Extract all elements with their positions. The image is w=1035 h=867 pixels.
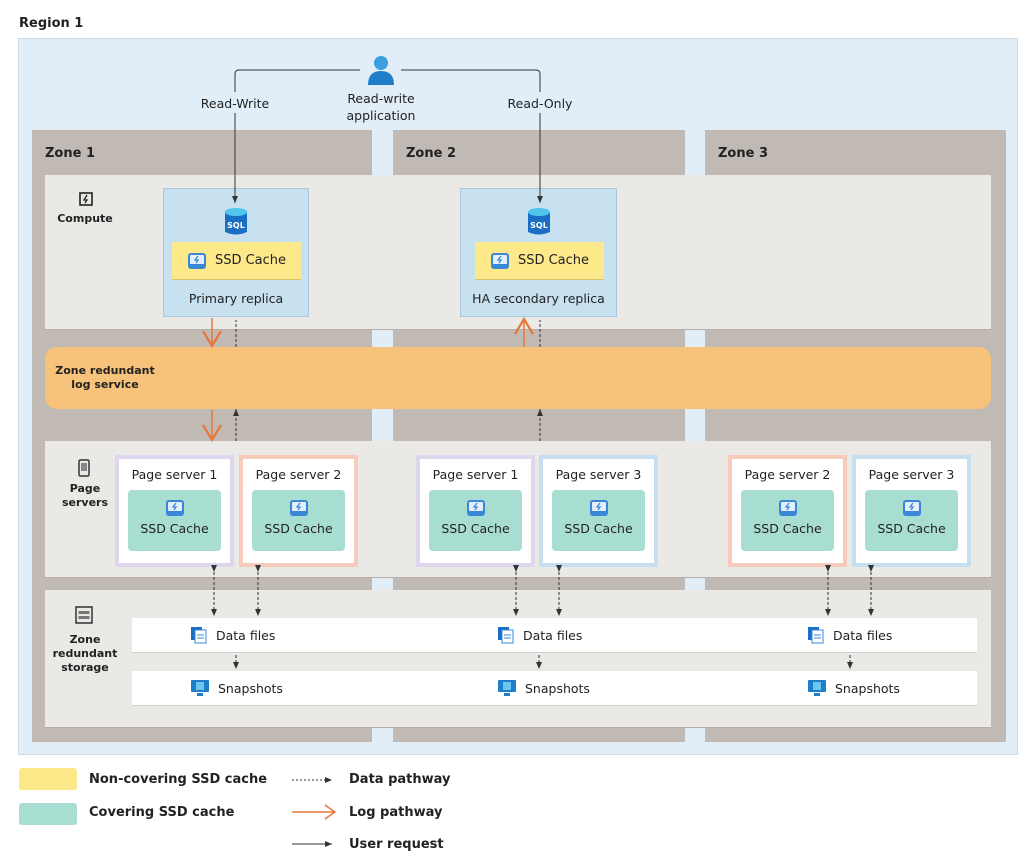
cache-label: SSD Cache <box>441 521 510 536</box>
covering-ssd-cache: SSD Cache <box>865 490 958 551</box>
cache-label: SSD Cache <box>753 521 822 536</box>
svg-text:SQL: SQL <box>227 221 245 230</box>
data-files-row <box>132 618 977 653</box>
snapshots-label: Snapshots <box>218 680 283 696</box>
zone-label: Zone 1 <box>45 146 96 161</box>
snapshots-label: Snapshots <box>835 680 900 696</box>
zone-label: Zone 3 <box>718 146 769 161</box>
snapshot-icon <box>191 680 209 696</box>
non-covering-ssd-cache: SSD Cache <box>172 242 301 280</box>
legend-swatch-non-covering <box>19 768 77 790</box>
cache-label: SSD Cache <box>517 253 590 268</box>
page-server[interactable]: Page server 2 SSD Cache <box>728 455 847 567</box>
primary-replica[interactable]: SQL SSD Cache Primary replica <box>163 188 309 317</box>
page-server-title: Page server 1 <box>432 467 519 482</box>
data-files-item[interactable]: Data files <box>190 626 275 644</box>
zone-label: Zone 2 <box>406 146 457 161</box>
cache-label: SSD Cache <box>264 521 333 536</box>
legend-non-covering: Non-covering SSD cache <box>89 772 268 787</box>
snapshots-item[interactable]: Snapshots <box>190 679 283 697</box>
legend-line-samples <box>292 777 337 847</box>
data-files-label: Data files <box>216 627 276 643</box>
region-title: Region 1 <box>19 16 84 31</box>
legend-user: User request <box>349 837 444 852</box>
cache-label: SSD Cache <box>877 521 946 536</box>
page-server-title: Page server 2 <box>744 467 831 482</box>
page-server-title: Page server 3 <box>868 467 955 482</box>
snapshot-icon <box>808 680 826 696</box>
read-write-application-label: Read-write application <box>346 91 416 123</box>
covering-ssd-cache: SSD Cache <box>741 490 834 551</box>
snapshot-icon <box>498 680 516 696</box>
page-servers-label: Page servers <box>61 482 109 509</box>
legend-covering: Covering SSD cache <box>89 805 235 820</box>
legend-log-line <box>292 804 337 820</box>
legend-swatch-covering <box>19 803 77 825</box>
sql-database-icon: SQL <box>225 208 247 235</box>
replica-label: HA secondary replica <box>472 291 605 306</box>
zone-redundant-log-service[interactable]: Zone redundant log service <box>45 347 991 409</box>
legend-data: Data pathway <box>349 772 451 787</box>
read-only-label: Read-Only <box>500 96 580 111</box>
cache-label: SSD Cache <box>564 521 633 536</box>
ssd-icon <box>902 500 921 516</box>
data-files-icon <box>498 627 514 644</box>
snapshots-item[interactable]: Snapshots <box>497 679 590 697</box>
processor-icon <box>79 192 93 206</box>
page-server[interactable]: Page server 3 SSD Cache <box>539 455 658 567</box>
read-write-label: Read-Write <box>195 96 275 111</box>
ssd-icon <box>490 252 509 269</box>
ssd-icon <box>466 500 485 516</box>
covering-ssd-cache: SSD Cache <box>552 490 645 551</box>
page-server-title: Page server 3 <box>555 467 642 482</box>
svg-text:SQL: SQL <box>530 221 548 230</box>
log-service-label: Zone redundant log service <box>55 364 155 391</box>
data-files-item[interactable]: Data files <box>497 626 582 644</box>
covering-ssd-cache: SSD Cache <box>128 490 221 551</box>
page-server-title: Page server 1 <box>131 467 218 482</box>
storage-icon <box>75 606 93 624</box>
cache-label: SSD Cache <box>214 253 287 268</box>
data-files-item[interactable]: Data files <box>807 626 892 644</box>
data-files-icon <box>808 627 824 644</box>
user-icon <box>368 56 394 85</box>
cache-label: SSD Cache <box>140 521 209 536</box>
sql-database-icon: SQL <box>528 208 550 235</box>
data-files-label: Data files <box>833 627 893 643</box>
page-server[interactable]: Page server 2 SSD Cache <box>239 455 358 567</box>
non-covering-ssd-cache: SSD Cache <box>475 242 604 280</box>
snapshots-label: Snapshots <box>525 680 590 696</box>
storage-band: Zone redundant storage <box>45 590 991 728</box>
page-server[interactable]: Page server 1 SSD Cache <box>115 455 234 567</box>
ssd-icon <box>187 252 206 269</box>
covering-ssd-cache: SSD Cache <box>252 490 345 551</box>
compute-label: Compute <box>57 212 113 225</box>
ssd-icon <box>778 500 797 516</box>
data-files-label: Data files <box>523 627 583 643</box>
replica-label: Primary replica <box>188 291 284 306</box>
ssd-icon <box>165 500 184 516</box>
page-server-icon <box>78 459 90 477</box>
storage-label: Zone redundant storage <box>52 633 118 674</box>
ssd-icon <box>589 500 608 516</box>
legend-log: Log pathway <box>349 805 443 820</box>
ha-secondary-replica[interactable]: SQL SSD Cache HA secondary replica <box>460 188 617 317</box>
data-files-icon <box>191 627 207 644</box>
ssd-icon <box>289 500 308 516</box>
snapshots-item[interactable]: Snapshots <box>807 679 900 697</box>
page-server[interactable]: Page server 1 SSD Cache <box>416 455 535 567</box>
covering-ssd-cache: SSD Cache <box>429 490 522 551</box>
page-server-title: Page server 2 <box>255 467 342 482</box>
snapshots-row <box>132 671 977 706</box>
page-server[interactable]: Page server 3 SSD Cache <box>852 455 971 567</box>
